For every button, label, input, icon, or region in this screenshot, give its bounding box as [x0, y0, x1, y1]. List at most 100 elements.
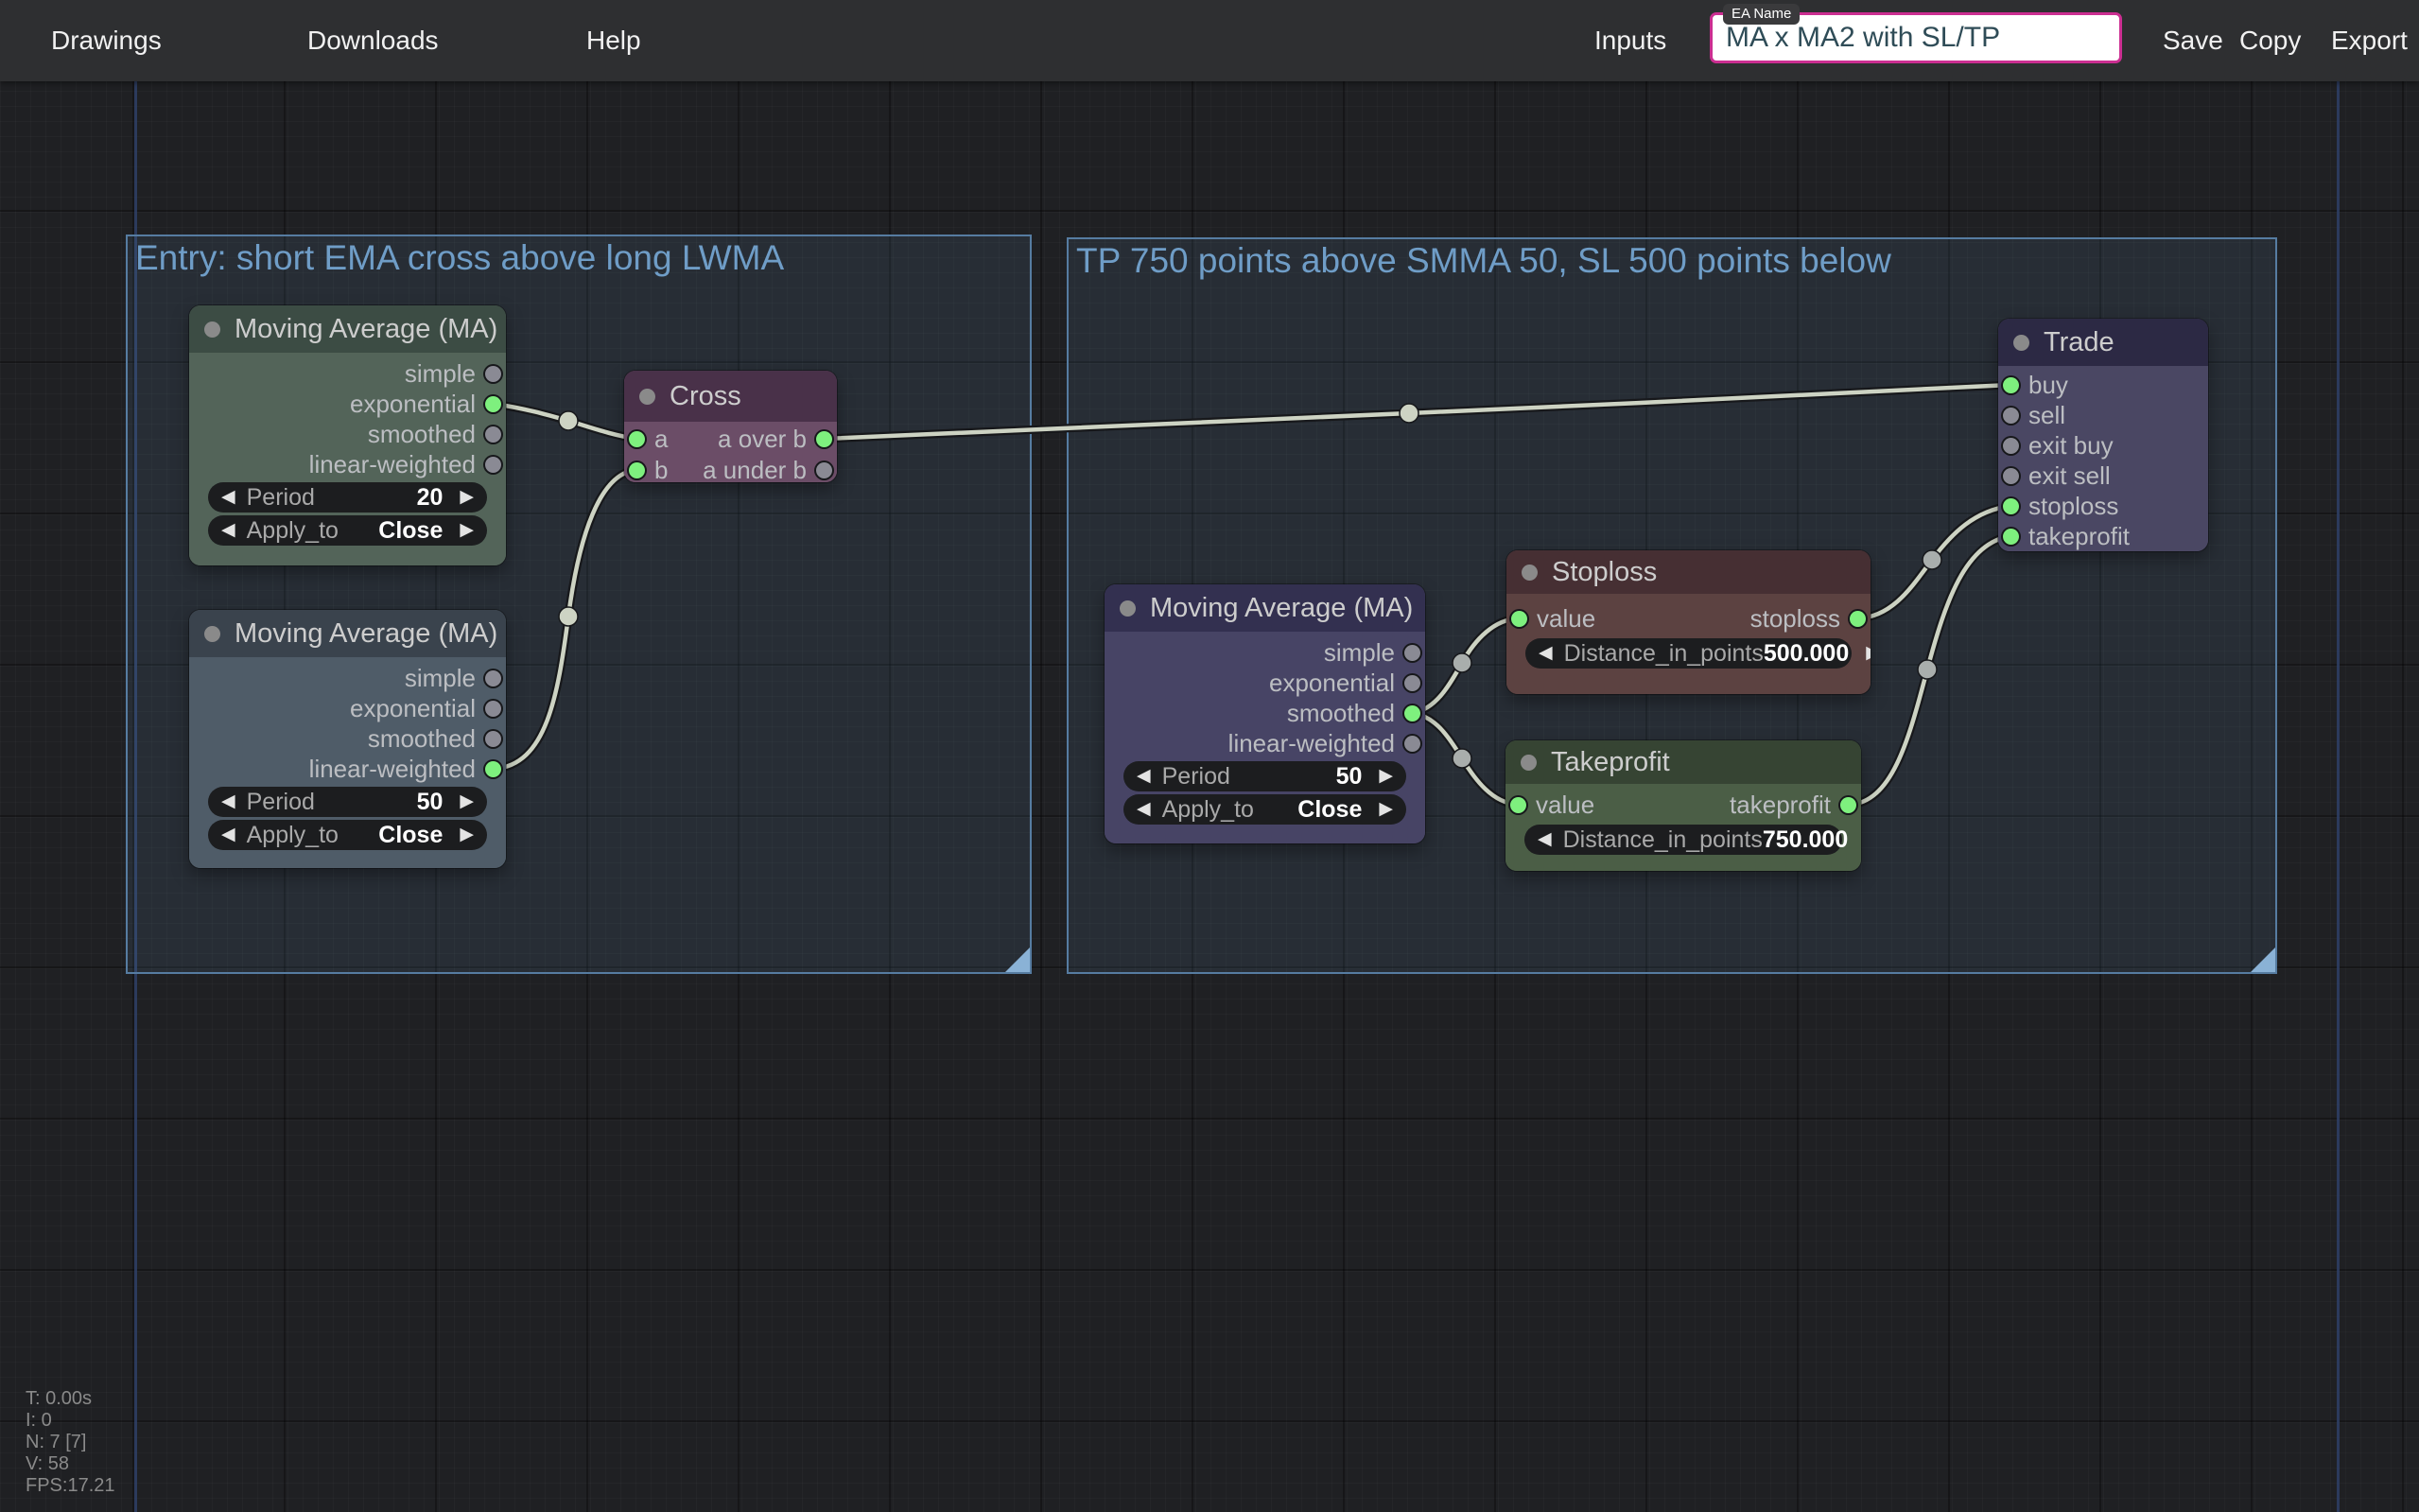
decrement-arrow-icon[interactable]: ◀ [221, 520, 235, 540]
input-port-value[interactable] [1510, 796, 1526, 813]
node-header[interactable]: Takeprofit [1505, 740, 1861, 784]
output-port-linear-weighted[interactable] [485, 760, 501, 777]
slot-row: linear-weighted [1105, 728, 1425, 758]
node-header[interactable]: Moving Average (MA) [1105, 584, 1425, 632]
output-port-stoploss[interactable] [1850, 610, 1866, 627]
node-header[interactable]: Trade [1998, 319, 2208, 366]
input-slot-label: value [1537, 603, 1596, 633]
output-slot-label: smoothed [367, 723, 476, 753]
output-port-a-under-b[interactable] [816, 462, 832, 478]
output-port-smoothed[interactable] [485, 730, 501, 747]
output-slot-label: smoothed [1286, 698, 1395, 727]
output-slot-label: stoploss [1749, 603, 1840, 633]
increment-arrow-icon[interactable]: ▶ [460, 520, 474, 540]
group-resize-handle[interactable] [1005, 947, 1030, 972]
menu-help[interactable]: Help [586, 26, 641, 55]
widget-value: Close [378, 516, 444, 544]
slot-row: sell [1998, 400, 2208, 430]
node-header[interactable]: Moving Average (MA) [189, 305, 506, 353]
export-button[interactable]: Export [2331, 26, 2408, 55]
input-port-takeprofit[interactable] [2003, 528, 2019, 545]
node-header[interactable]: Cross [624, 371, 837, 422]
output-port-smoothed[interactable] [485, 426, 501, 443]
increment-arrow-icon[interactable]: ▶ [1866, 638, 1871, 669]
increment-arrow-icon[interactable]: ▶ [460, 791, 474, 811]
output-slot-label: takeprofit [1730, 790, 1831, 819]
slot-row: smoothed [189, 419, 506, 449]
input-port-stoploss[interactable] [2003, 497, 2019, 514]
stat-vertices: V: 58 [26, 1453, 69, 1474]
output-port-simple[interactable] [485, 365, 501, 382]
output-port-linear-weighted[interactable] [1404, 735, 1420, 752]
increment-arrow-icon[interactable]: ▶ [1379, 766, 1393, 786]
input-port-buy[interactable] [2003, 376, 2019, 393]
output-port-linear-weighted[interactable] [485, 456, 501, 473]
output-port-exponential[interactable] [1404, 674, 1420, 691]
node-header[interactable]: Stoploss [1506, 550, 1871, 594]
group-entry[interactable]: Entry: short EMA cross above long LWMA [126, 235, 1032, 974]
input-slot-label: stoploss [2028, 491, 2119, 520]
copy-button[interactable]: Copy [2239, 26, 2302, 55]
increment-arrow-icon[interactable]: ▶ [460, 825, 474, 844]
input-port-exit-buy[interactable] [2003, 437, 2019, 454]
input-port-a[interactable] [629, 431, 645, 447]
stat-nodes: N: 7 [7] [26, 1432, 87, 1452]
decrement-arrow-icon[interactable]: ◀ [1538, 829, 1552, 849]
slot-row: exponential [1105, 668, 1425, 698]
widget-value: 750.000 [1762, 826, 1849, 853]
node-collapse-dot-icon [1521, 754, 1537, 771]
output-port-takeprofit[interactable] [1840, 796, 1856, 813]
increment-arrow-icon[interactable]: ▶ [460, 487, 474, 507]
canvas-guide-line [2337, 81, 2340, 1512]
group-resize-handle[interactable] [2251, 947, 2275, 972]
node-header[interactable]: Moving Average (MA) [189, 610, 506, 657]
menu-drawings[interactable]: Drawings [51, 26, 162, 55]
decrement-arrow-icon[interactable]: ◀ [221, 487, 235, 507]
input-port-value[interactable] [1511, 610, 1527, 627]
menu-downloads[interactable]: Downloads [307, 26, 439, 55]
input-port-exit-sell[interactable] [2003, 467, 2019, 484]
input-port-b[interactable] [629, 462, 645, 478]
output-port-a-over-b[interactable] [816, 431, 832, 447]
inputs-button[interactable]: Inputs [1594, 26, 1667, 55]
node-stoploss[interactable]: Stoploss value stoploss ◀Distance_in_points… [1506, 550, 1871, 694]
slot-row: value stoploss [1506, 601, 1871, 635]
widget-label: Distance_in_points [1562, 826, 1763, 853]
output-port-smoothed[interactable] [1404, 704, 1420, 721]
output-port-simple[interactable] [485, 669, 501, 686]
node-collapse-dot-icon [1522, 564, 1538, 581]
decrement-arrow-icon[interactable]: ◀ [221, 791, 235, 811]
increment-arrow-icon[interactable]: ▶ [1379, 799, 1393, 819]
node-collapse-dot-icon [639, 388, 655, 405]
group-title[interactable]: Entry: short EMA cross above long LWMA [135, 238, 785, 277]
input-slot-label: takeprofit [2028, 521, 2130, 550]
decrement-arrow-icon[interactable]: ◀ [1137, 799, 1151, 819]
output-port-exponential[interactable] [485, 700, 501, 717]
decrement-arrow-icon[interactable]: ◀ [221, 825, 235, 844]
group-title[interactable]: TP 750 points above SMMA 50, SL 500 poin… [1076, 241, 1891, 280]
output-port-exponential[interactable] [485, 395, 501, 412]
output-port-simple[interactable] [1404, 644, 1420, 661]
input-port-sell[interactable] [2003, 407, 2019, 424]
node-collapse-dot-icon [204, 321, 220, 338]
widget-label: Period [246, 788, 315, 815]
decrement-arrow-icon[interactable]: ◀ [1539, 643, 1553, 663]
save-button[interactable]: Save [2163, 26, 2223, 55]
decrement-arrow-icon[interactable]: ◀ [1137, 766, 1151, 786]
